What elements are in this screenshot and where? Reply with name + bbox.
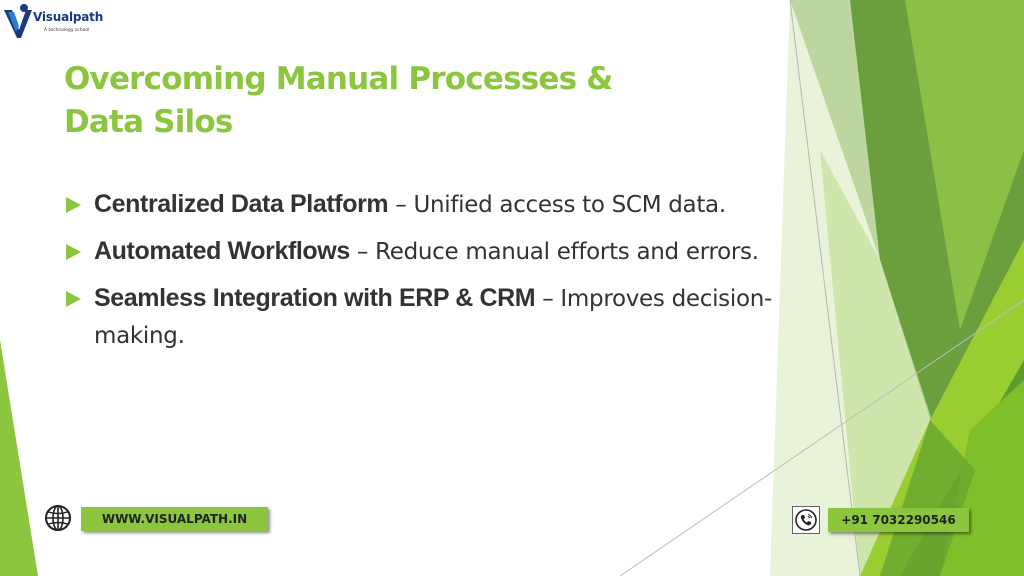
phone-icon-box[interactable]: [792, 506, 820, 534]
bullet-heading: Centralized Data Platform: [94, 190, 389, 218]
decor-shape-right-band: [880, 420, 975, 576]
triangle-bullet-icon: [66, 291, 81, 307]
bullet-text: – Unified access to SCM data.: [388, 192, 726, 218]
logo-name: Visualpath: [33, 10, 104, 24]
bullet-text: – Reduce manual efforts and errors.: [349, 239, 759, 265]
visualpath-logo-icon: [4, 4, 32, 38]
triangle-bullet-icon: [66, 197, 81, 213]
logo: Visualpath A technology school: [0, 0, 104, 44]
logo-tagline: A technology school: [44, 28, 90, 33]
decor-shape-right-mid-light: [820, 150, 935, 576]
decor-shape-bottom-left: [0, 340, 38, 576]
decor-shape-top-right-mid: [905, 0, 1024, 330]
bullet-item: Automated Workflows – Reduce manual effo…: [64, 233, 784, 271]
bullet-heading: Automated Workflows: [94, 237, 350, 265]
globe-icon[interactable]: [44, 504, 72, 532]
bullet-heading: Seamless Integration with ERP & CRM: [94, 284, 536, 312]
bullet-item: Centralized Data Platform – Unified acce…: [64, 186, 784, 224]
bullet-text: – Improves decision-making.: [94, 286, 772, 349]
website-link[interactable]: WWW.VISUALPATH.IN: [81, 507, 268, 531]
bullet-list: Centralized Data Platform – Unified acce…: [64, 186, 784, 364]
decor-line-diagonal: [789, 0, 861, 576]
triangle-bullet-icon: [66, 244, 81, 260]
slide-title-line-2: Data Silos: [64, 104, 233, 140]
phone-number[interactable]: +91 7032290546: [828, 508, 969, 532]
slide-title-line-1: Overcoming Manual Processes &: [64, 61, 613, 97]
decor-line-long: [619, 299, 1024, 576]
bullet-item: Seamless Integration with ERP & CRM – Im…: [64, 280, 784, 355]
phone-icon: [795, 509, 817, 531]
slide-title: Overcoming Manual Processes & Data Silos: [64, 58, 744, 144]
